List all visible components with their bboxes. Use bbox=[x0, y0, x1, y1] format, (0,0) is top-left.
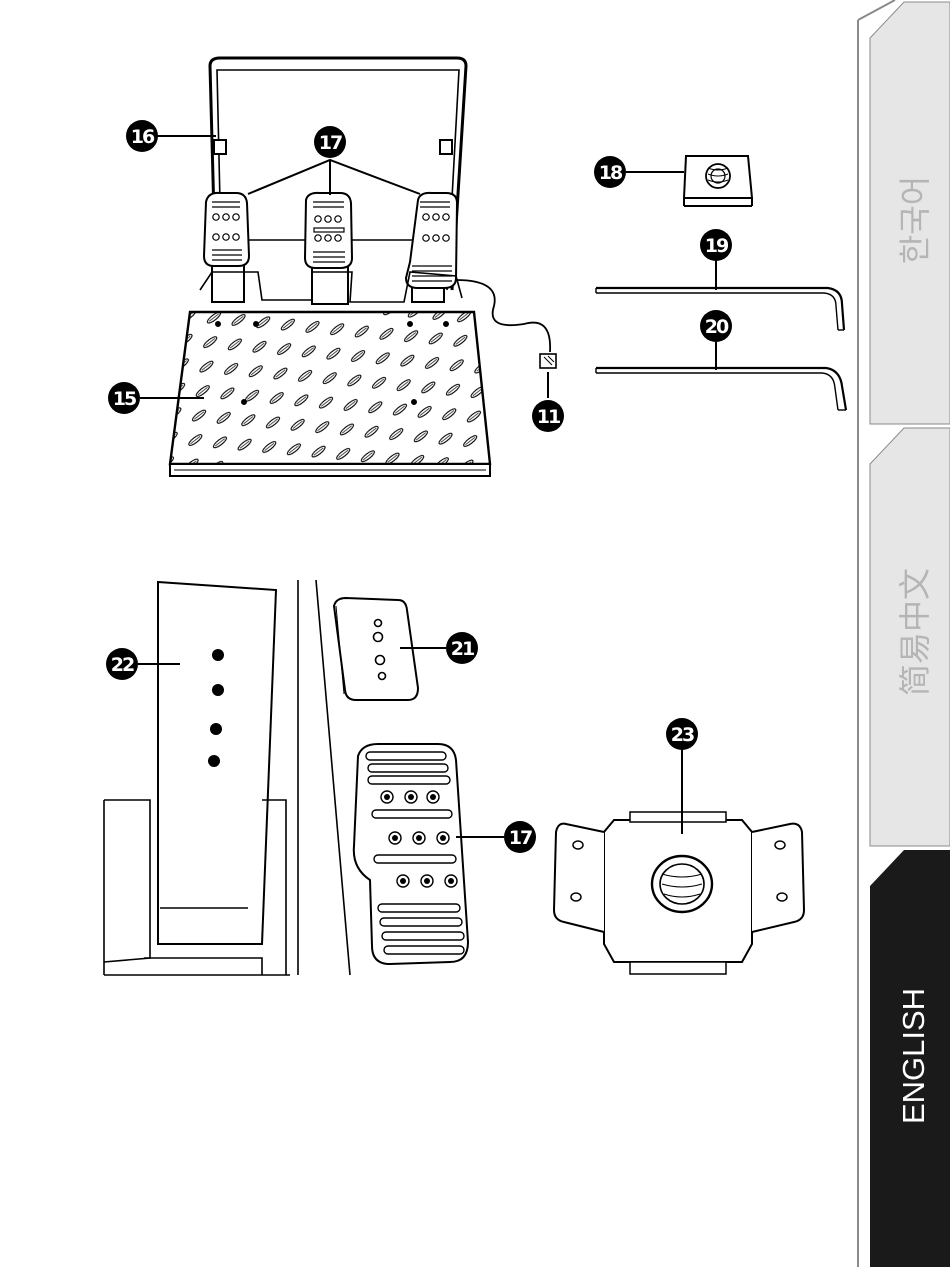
svg-text:20: 20 bbox=[705, 316, 729, 338]
callout-11: 11 bbox=[532, 400, 564, 432]
pedal-pad-clutch bbox=[204, 193, 249, 266]
rj-connector bbox=[540, 354, 556, 368]
svg-text:19: 19 bbox=[705, 235, 728, 257]
callout-16: 16 bbox=[126, 120, 158, 152]
hex-key-long bbox=[596, 368, 846, 410]
svg-text:18: 18 bbox=[599, 162, 623, 184]
callout-21: 21 bbox=[446, 632, 478, 664]
callout-17-top: 17 bbox=[314, 126, 346, 158]
pedal-pad-illustration bbox=[354, 744, 468, 964]
svg-text:15: 15 bbox=[113, 388, 136, 410]
callout-19: 19 bbox=[700, 229, 732, 261]
callout-22: 22 bbox=[106, 648, 138, 680]
svg-text:21: 21 bbox=[451, 638, 474, 660]
svg-text:23: 23 bbox=[671, 724, 694, 746]
language-tabs: 한국어 简易中文 ENGLISH bbox=[858, 0, 950, 1267]
tab-english-label: ENGLISH bbox=[896, 988, 931, 1124]
pedal-arm-illustration bbox=[104, 580, 350, 975]
svg-text:17: 17 bbox=[319, 132, 342, 154]
mount-bracket-illustration bbox=[554, 812, 804, 974]
svg-text:17: 17 bbox=[509, 827, 532, 849]
pedal-pad-brake bbox=[305, 193, 352, 268]
tab-chinese-label: 简易中文 bbox=[896, 568, 934, 696]
callout-20: 20 bbox=[700, 310, 732, 342]
svg-text:11: 11 bbox=[537, 406, 560, 428]
svg-text:22: 22 bbox=[111, 654, 134, 676]
callout-18: 18 bbox=[594, 156, 626, 188]
svg-text:16: 16 bbox=[131, 126, 155, 148]
callout-23: 23 bbox=[666, 718, 698, 750]
callout-15: 15 bbox=[108, 382, 140, 414]
callout-17-bottom: 17 bbox=[504, 821, 536, 853]
nut-plate bbox=[684, 156, 752, 206]
accessories-illustration bbox=[596, 156, 846, 410]
tread-plate bbox=[170, 312, 490, 464]
tab-korean-label: 한국어 bbox=[896, 176, 934, 264]
pedal-set-illustration bbox=[170, 58, 556, 476]
